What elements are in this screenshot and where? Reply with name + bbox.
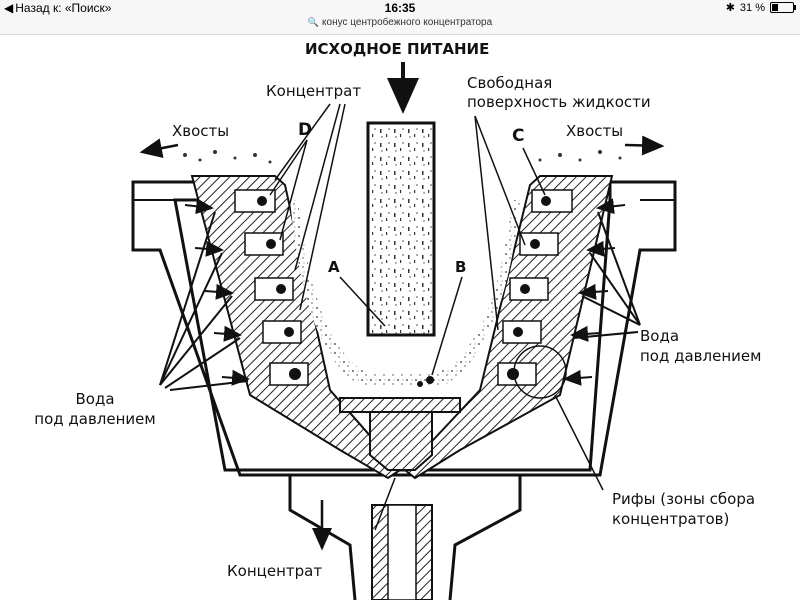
tails-splash (183, 150, 622, 164)
diagram-drawing (131, 62, 677, 601)
water-arrows-right (563, 198, 641, 386)
concentrate-bottom-label: Концентрат (227, 562, 323, 580)
center-pedestal (339, 397, 461, 471)
concentrate-top-label: Концентрат (266, 82, 362, 100)
search-icon: 🔍 (307, 17, 320, 27)
riffles-label: Рифы (зоны сбора концентратов) (612, 490, 756, 528)
status-bar: ◀ Назад к: «Поиск» 16:35 ✱ 31 % 🔍конус ц… (0, 0, 800, 35)
outlet-base (288, 475, 522, 601)
water-arrows-left (159, 198, 250, 391)
tails-right-label: Хвосты (566, 122, 624, 140)
battery-icon (770, 2, 796, 13)
feed-pipe (366, 121, 436, 337)
centrifugal-concentrator-diagram: ИСХОДНОЕ ПИТАНИЕ Концентрат Свободная по… (0, 34, 800, 601)
outer-casing (131, 180, 677, 477)
status-right: ✱ 31 % (725, 1, 796, 14)
label-a: A (328, 258, 340, 276)
bluetooth-icon: ✱ (725, 2, 735, 14)
clock: 16:35 (384, 1, 416, 15)
riffle-highlight-circle (513, 345, 567, 399)
free-surface-label: Свободная поверхность жидкости (467, 74, 651, 111)
flow-arrows (139, 62, 665, 551)
label-d: D (298, 120, 313, 140)
url-title: конус центробежного концентратора (322, 17, 493, 28)
chevron-left-icon: ◀ (4, 1, 14, 15)
leader-lines (269, 103, 604, 531)
back-button[interactable]: ◀ Назад к: «Поиск» (4, 1, 111, 15)
feed-label: ИСХОДНОЕ ПИТАНИЕ (305, 40, 490, 58)
page-title-bar[interactable]: 🔍конус центробежного концентратора (0, 17, 800, 28)
water-right-label: Вода под давлением (640, 327, 762, 365)
label-c: C (512, 126, 525, 146)
tails-left-label: Хвосты (172, 122, 230, 140)
label-b: B (455, 258, 467, 276)
concentrate-particles (257, 196, 551, 387)
back-label: Назад к: «Поиск» (15, 1, 112, 15)
water-left-label: Вода под давлением (34, 390, 156, 428)
battery-percent: 31 % (739, 1, 765, 14)
